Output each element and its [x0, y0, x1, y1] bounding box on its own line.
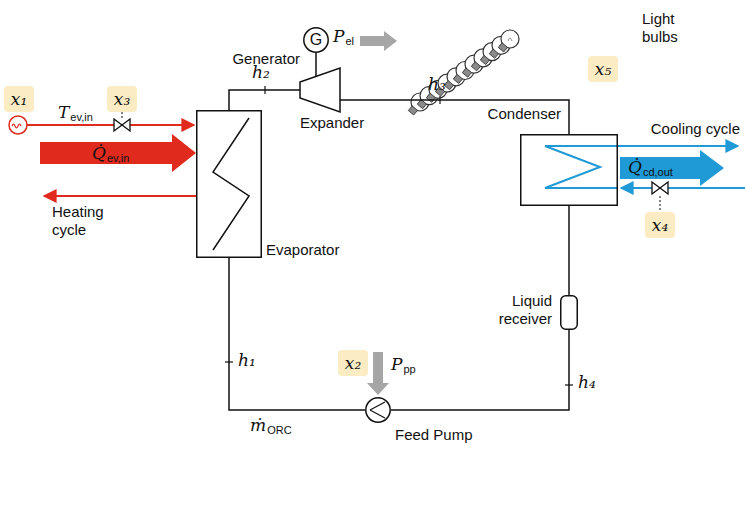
- node-text: x₅: [595, 59, 611, 79]
- variable-label: ṁ: [250, 415, 266, 435]
- heating-supply-line: [27, 124, 194, 126]
- node-text: G: [310, 31, 322, 49]
- expander: Expander: [300, 68, 340, 112]
- pipe-line: [229, 90, 300, 110]
- heat-input-arrow: [40, 134, 196, 172]
- subscript-label: ORC: [267, 424, 291, 437]
- valve-stem: [659, 196, 660, 211]
- variable-label: h₂: [252, 62, 270, 82]
- valve-symbol: [114, 119, 130, 131]
- evaporator-box: Evaporator: [196, 110, 262, 258]
- liquid-receiver-outline: [560, 295, 578, 330]
- component-label: Condenser: [488, 105, 561, 123]
- component-label: Expander: [300, 114, 364, 132]
- subscript-label: cd,out: [643, 166, 673, 179]
- liquid-receiver: Liquid receiver: [560, 295, 578, 330]
- component-label: Liquid receiver: [488, 292, 552, 328]
- condenser-box: Condenser: [520, 134, 618, 206]
- text-label: Light bulbs: [642, 10, 697, 46]
- variable-label: P: [391, 354, 402, 374]
- heating-return-line: [44, 195, 196, 197]
- control-variable-badge: x₃: [107, 86, 137, 112]
- feed-pump-outline: [365, 397, 391, 423]
- node-text: x₂: [345, 353, 361, 373]
- condenser-box-outline: [520, 134, 618, 206]
- light-bulbs: [408, 30, 519, 115]
- pipe-line: [391, 330, 569, 410]
- feed-pump: Feed Pump: [365, 397, 391, 423]
- evaporator-coil: [213, 118, 249, 250]
- pump-power-arrow: [367, 352, 389, 395]
- state-ticks: [225, 86, 573, 385]
- condenser-coil: [545, 146, 618, 188]
- control-variable-badge: x₄: [645, 212, 675, 238]
- subscript-label: ev,in: [70, 111, 92, 124]
- pipe-line: [568, 206, 570, 295]
- control-variable-badge: x₁: [4, 86, 34, 112]
- text-label: Cooling cycle: [651, 120, 740, 138]
- control-variable-badge: x₂: [338, 350, 368, 376]
- subscript-label: ev,in: [107, 152, 129, 165]
- cooling-out-line: [618, 145, 738, 147]
- subscript-label: pp: [403, 363, 415, 376]
- variable-label: h₃: [428, 74, 446, 94]
- valve-symbol: [652, 182, 668, 194]
- heater-symbol: [9, 116, 27, 134]
- heat-output-arrow: [620, 150, 724, 186]
- component-label: Feed Pump: [395, 426, 473, 444]
- node-text: x₄: [652, 215, 668, 235]
- cooling-in-line: [621, 187, 745, 189]
- power-arrow: [360, 31, 397, 51]
- evaporator-box-outline: [196, 110, 262, 258]
- text-label: Heating cycle: [52, 203, 122, 239]
- variable-label: Q̇: [92, 143, 106, 163]
- subscript-label: el: [345, 35, 354, 48]
- pipe-line: [229, 258, 365, 410]
- variable-label: Q̇: [628, 157, 642, 177]
- variable-label: h₄: [578, 372, 596, 392]
- variable-label: P: [333, 26, 344, 46]
- variable-label: T: [58, 102, 69, 122]
- pipe-line: [315, 53, 317, 76]
- valve-stem: [121, 112, 122, 119]
- expander-outline: [300, 68, 340, 112]
- node-text: x₁: [11, 89, 27, 109]
- control-variable-badge: x₅: [588, 56, 618, 82]
- component-label: Evaporator: [266, 241, 339, 259]
- variable-label: h₁: [238, 350, 256, 370]
- node-text: x₃: [114, 89, 130, 109]
- pipe-line: [340, 100, 569, 134]
- generator-circle: GGenerator: [303, 27, 329, 53]
